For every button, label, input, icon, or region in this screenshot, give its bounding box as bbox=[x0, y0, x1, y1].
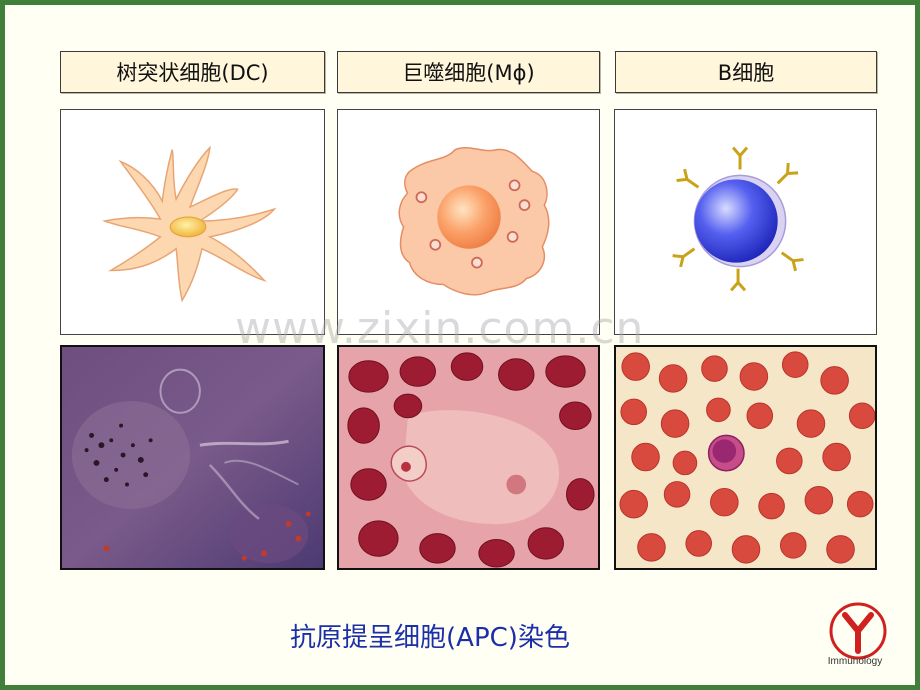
b-cell-nucleus bbox=[694, 179, 778, 263]
b-cell-micrograph-image bbox=[616, 347, 875, 568]
dendritic-cell-illustration bbox=[102, 145, 277, 303]
dendritic-cell-diagram bbox=[60, 109, 325, 335]
macrophage-diagram bbox=[337, 109, 600, 335]
macrophage-illustration bbox=[398, 146, 550, 296]
dendritic-cell-micrograph bbox=[60, 345, 325, 570]
b-cell-illustration bbox=[672, 146, 804, 292]
dc-micrograph-image bbox=[62, 347, 323, 568]
logo-label: Immunology bbox=[827, 656, 883, 667]
y-antibody-logo-icon bbox=[823, 601, 893, 673]
b-cell-diagram bbox=[614, 109, 877, 335]
label-dendritic-cell: 树突状细胞(DC) bbox=[60, 51, 325, 93]
phagosome-vesicles bbox=[415, 179, 531, 269]
dc-nucleus bbox=[169, 216, 207, 238]
slide-caption: 抗原提呈细胞(APC)染色 bbox=[290, 623, 570, 653]
macrophage-micrograph bbox=[337, 345, 600, 570]
macrophage-nucleus bbox=[437, 185, 501, 249]
antibody-receptors bbox=[672, 146, 804, 292]
label-b-cell: B细胞 bbox=[615, 51, 877, 93]
b-cell-micrograph bbox=[614, 345, 877, 570]
label-macrophage: 巨噬细胞(Mϕ) bbox=[337, 51, 600, 93]
macrophage-micrograph-image bbox=[339, 347, 598, 568]
